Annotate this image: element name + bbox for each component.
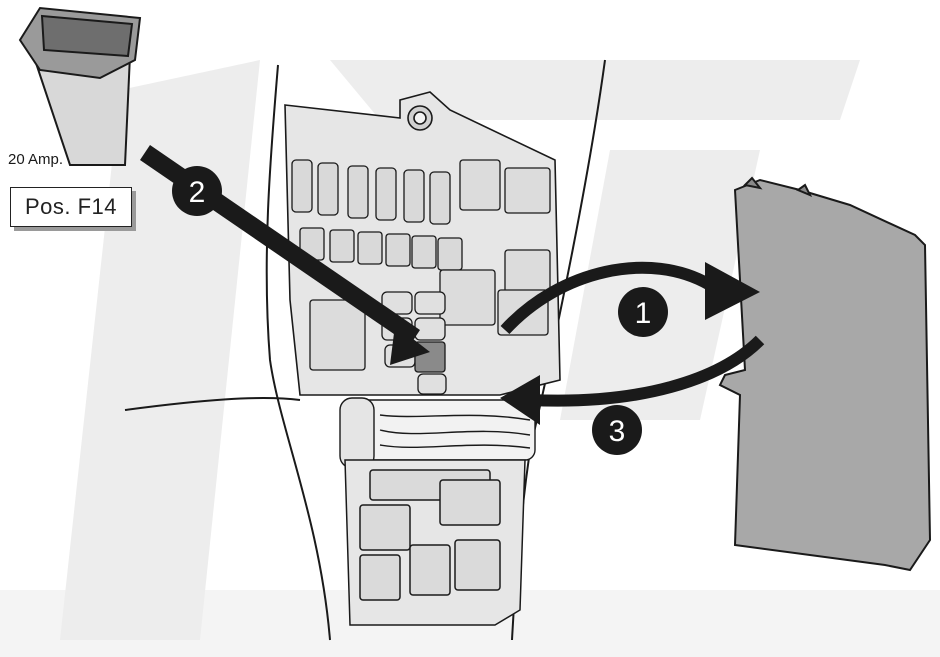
wiring-harness (340, 398, 535, 468)
fuse-position-label: Pos. F14 (10, 187, 132, 227)
fuse-rating-label: 20 Amp. (8, 151, 63, 168)
step-3-number: 3 (609, 415, 626, 448)
step-2-number: 2 (189, 176, 206, 209)
lower-fusebox (345, 460, 525, 625)
step-1-number: 1 (635, 297, 652, 330)
fusebox-cover (720, 178, 930, 570)
fuse-icon (20, 8, 140, 165)
